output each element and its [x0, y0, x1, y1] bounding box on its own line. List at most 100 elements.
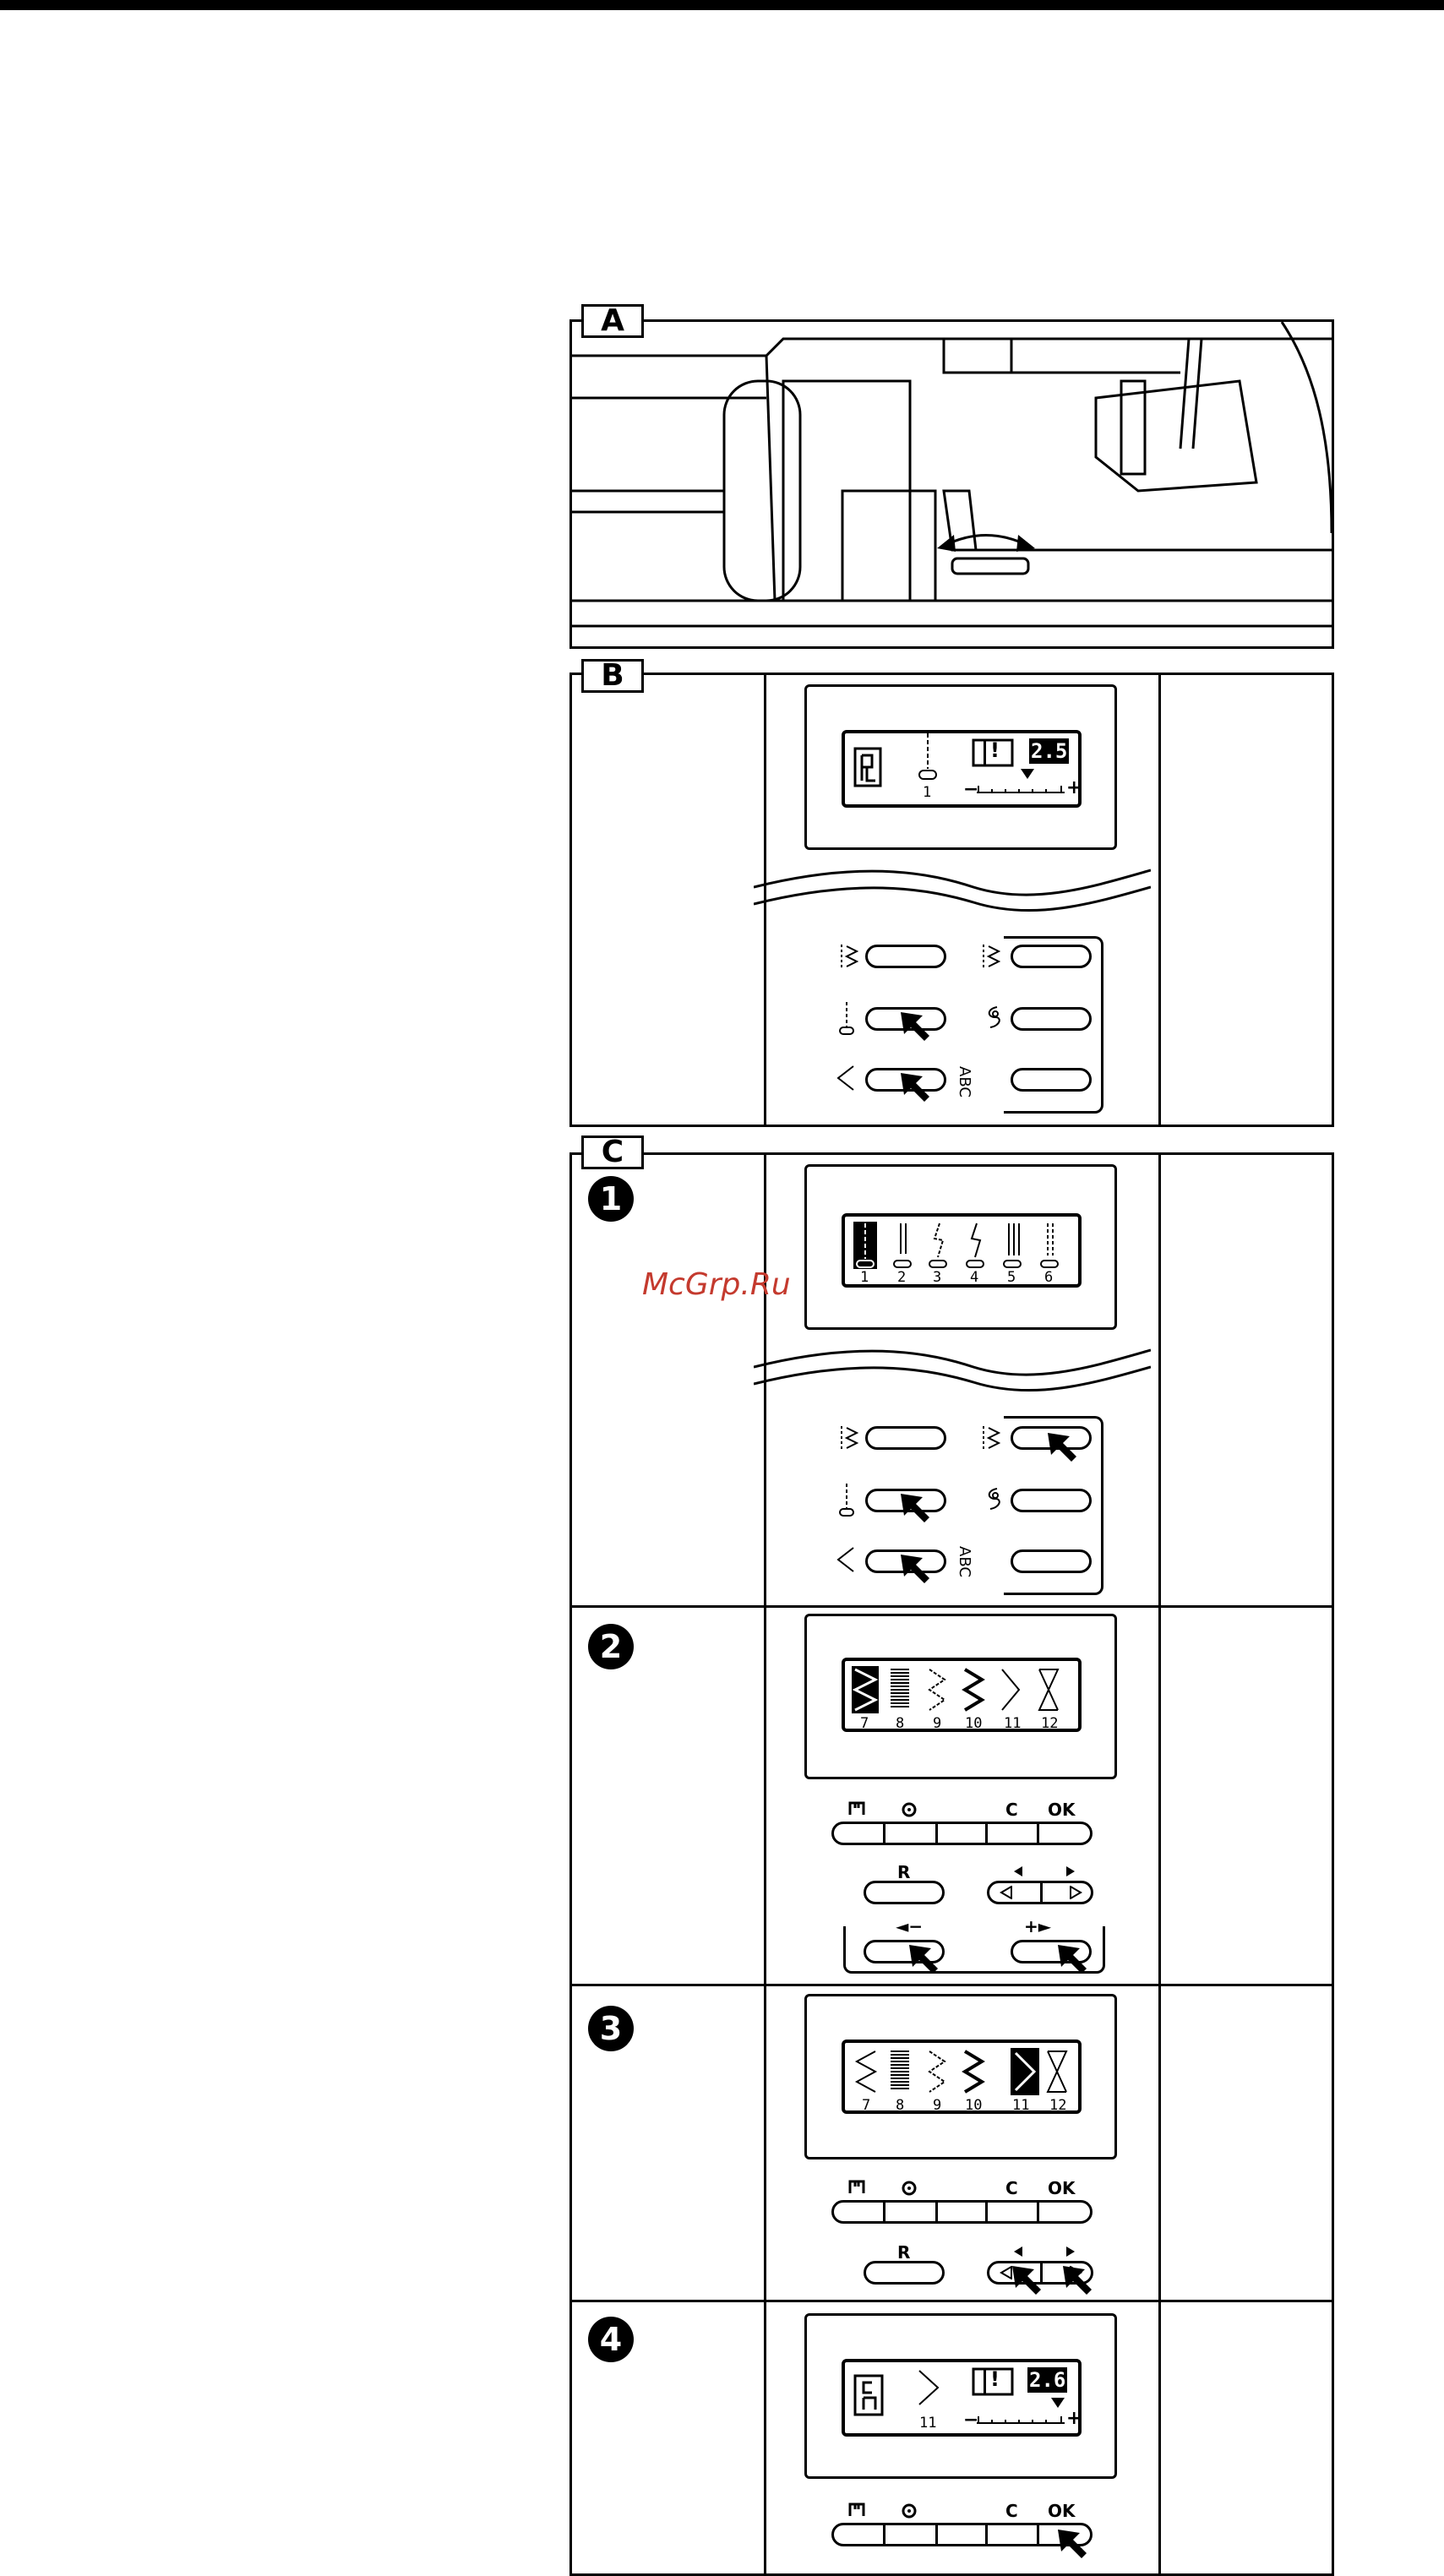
stitch-number: 8 — [896, 2099, 904, 2113]
pointer-hand-icon — [899, 1492, 933, 1526]
stitch-number: 7 — [862, 2099, 870, 2113]
dial-control[interactable] — [937, 535, 1035, 574]
seg-button-needle[interactable] — [883, 1822, 938, 1845]
step4-lcd-screen: 11 ! 2.6 − + — [842, 2359, 1082, 2437]
step-divider — [569, 1605, 1334, 1608]
panel-b-wave-break — [754, 853, 1151, 912]
seg-button-ok[interactable] — [1037, 1822, 1093, 1845]
machine-side-illustration — [572, 322, 1332, 646]
stitch-number: 5 — [1007, 1271, 1016, 1285]
needle-position-icon — [901, 1801, 918, 1818]
button-left-top[interactable] — [865, 1426, 946, 1450]
stitch-icons-row — [845, 2046, 1085, 2099]
step1-wave-break — [754, 1333, 1151, 1392]
stitch-number: 10 — [965, 1717, 982, 1731]
seg-button-c[interactable] — [985, 2200, 1039, 2224]
next-label: +► — [1024, 1918, 1051, 1935]
left-right-arrow-icons — [1011, 2246, 1078, 2257]
zigzag-stitch-icon — [980, 943, 1002, 972]
pointer-hand-icon — [899, 1010, 933, 1044]
seg-button-c[interactable] — [985, 2523, 1039, 2546]
stitch-number: 3 — [933, 1271, 941, 1285]
seg-button-blank[interactable] — [935, 1822, 988, 1845]
stitch-number: 8 — [896, 1717, 904, 1731]
step2-lcd-screen: 7 8 9 10 11 12 — [842, 1658, 1082, 1732]
step4-stitch-number: 11 — [919, 2416, 936, 2431]
seg-button-c[interactable] — [985, 1822, 1039, 1845]
presser-foot-icon — [848, 2502, 865, 2518]
step4-plus: + — [1066, 2408, 1082, 2429]
button-right-middle[interactable] — [1011, 1489, 1092, 1512]
panel-b-stitch-number: 1 — [923, 786, 931, 800]
seg-button-blank[interactable] — [935, 2200, 988, 2224]
prev-label: ◄− — [896, 1918, 923, 1935]
ok-label: OK — [1048, 2180, 1076, 2197]
stitch-number: 1 — [860, 1271, 869, 1285]
button-right-bottom[interactable] — [1011, 1068, 1092, 1092]
stitch-number: 6 — [1044, 1271, 1053, 1285]
panel-b-warning-glyph: ! — [990, 738, 1000, 762]
zigzag-stitch-icon — [835, 1544, 857, 1578]
value-scale — [977, 2411, 1065, 2428]
stitch-number: 12 — [1049, 2099, 1066, 2113]
seg-button-presser[interactable] — [831, 2200, 885, 2224]
step-2-badge: 2 — [588, 1624, 634, 1669]
seg-button-blank[interactable] — [935, 2523, 988, 2546]
stitch-number: 4 — [970, 1271, 978, 1285]
button-left-top[interactable] — [865, 945, 946, 968]
pointer-hand-icon — [899, 1553, 933, 1587]
zigzag-stitch-icon — [835, 1063, 857, 1097]
presser-foot-icon — [848, 1801, 865, 1816]
straight-stitch-icon — [836, 1002, 857, 1039]
zigzag-stitch-icon — [838, 1424, 860, 1453]
presser-foot-icon — [853, 747, 882, 789]
right-triangle-icon — [1069, 1886, 1082, 1899]
presser-foot-icon — [853, 2374, 884, 2418]
presser-foot-icon — [848, 2180, 865, 2195]
pointer-hand-icon — [1011, 2264, 1044, 2298]
needle-position-icon — [901, 2180, 918, 2197]
stitch-number: 12 — [1041, 1717, 1058, 1731]
step4-value: 2.6 — [1027, 2367, 1067, 2393]
button-right-bottom[interactable] — [1011, 1549, 1092, 1573]
needle-position-icon — [901, 2502, 918, 2519]
zigzag-stitch-icon — [980, 1424, 1002, 1453]
button-right-top[interactable] — [1011, 945, 1092, 968]
pointer-hand-icon — [1056, 2528, 1090, 2562]
button-r[interactable] — [864, 1881, 945, 1904]
r-label: R — [897, 1864, 910, 1881]
step-divider — [569, 1984, 1334, 1986]
pointer-hand-icon — [899, 1071, 933, 1105]
pointer-hand-icon — [1061, 2264, 1095, 2298]
watermark: McGrp.Ru — [642, 1267, 791, 1302]
panel-b-mode-label: ABC — [956, 1066, 973, 1097]
stitch-icons-row — [845, 1664, 1085, 1717]
panel-a-label: A — [581, 304, 644, 338]
step-divider — [569, 2300, 1334, 2302]
button-r[interactable] — [864, 2261, 945, 2285]
seg-button-needle[interactable] — [883, 2523, 938, 2546]
straight-stitch-icon — [836, 1484, 857, 1521]
stitch-number: 10 — [965, 2099, 982, 2113]
left-right-arrow-icons — [1011, 1865, 1078, 1877]
stitch-number: 9 — [933, 1717, 941, 1731]
value-indicator-triangle — [1051, 2398, 1065, 2408]
zigzag-stitch-icon — [838, 943, 860, 972]
step3-lcd-screen: 7 8 9 10 11 12 — [842, 2040, 1082, 2114]
panel-b-plus: + — [1066, 777, 1082, 798]
stitch-number: 11 — [1004, 1717, 1021, 1731]
decorative-stitch-icon — [984, 1004, 1004, 1032]
pointer-hand-icon — [1046, 1431, 1080, 1465]
stitch-number: 11 — [1012, 2099, 1029, 2113]
arrow-button-pair[interactable] — [987, 1881, 1093, 1904]
seg-button-needle[interactable] — [883, 2200, 938, 2224]
step-1-badge: 1 — [588, 1176, 634, 1222]
step1-lcd-screen: 1 2 3 4 5 6 — [842, 1213, 1082, 1288]
seg-button-presser[interactable] — [831, 1822, 885, 1845]
seg-button-ok[interactable] — [1037, 2200, 1093, 2224]
seg-button-presser[interactable] — [831, 2523, 885, 2546]
value-scale — [977, 781, 1065, 798]
panel-b-lcd-screen: 1 ! 2.5 − + — [842, 730, 1082, 808]
step-4-badge: 4 — [588, 2317, 634, 2362]
button-right-middle[interactable] — [1011, 1007, 1092, 1031]
